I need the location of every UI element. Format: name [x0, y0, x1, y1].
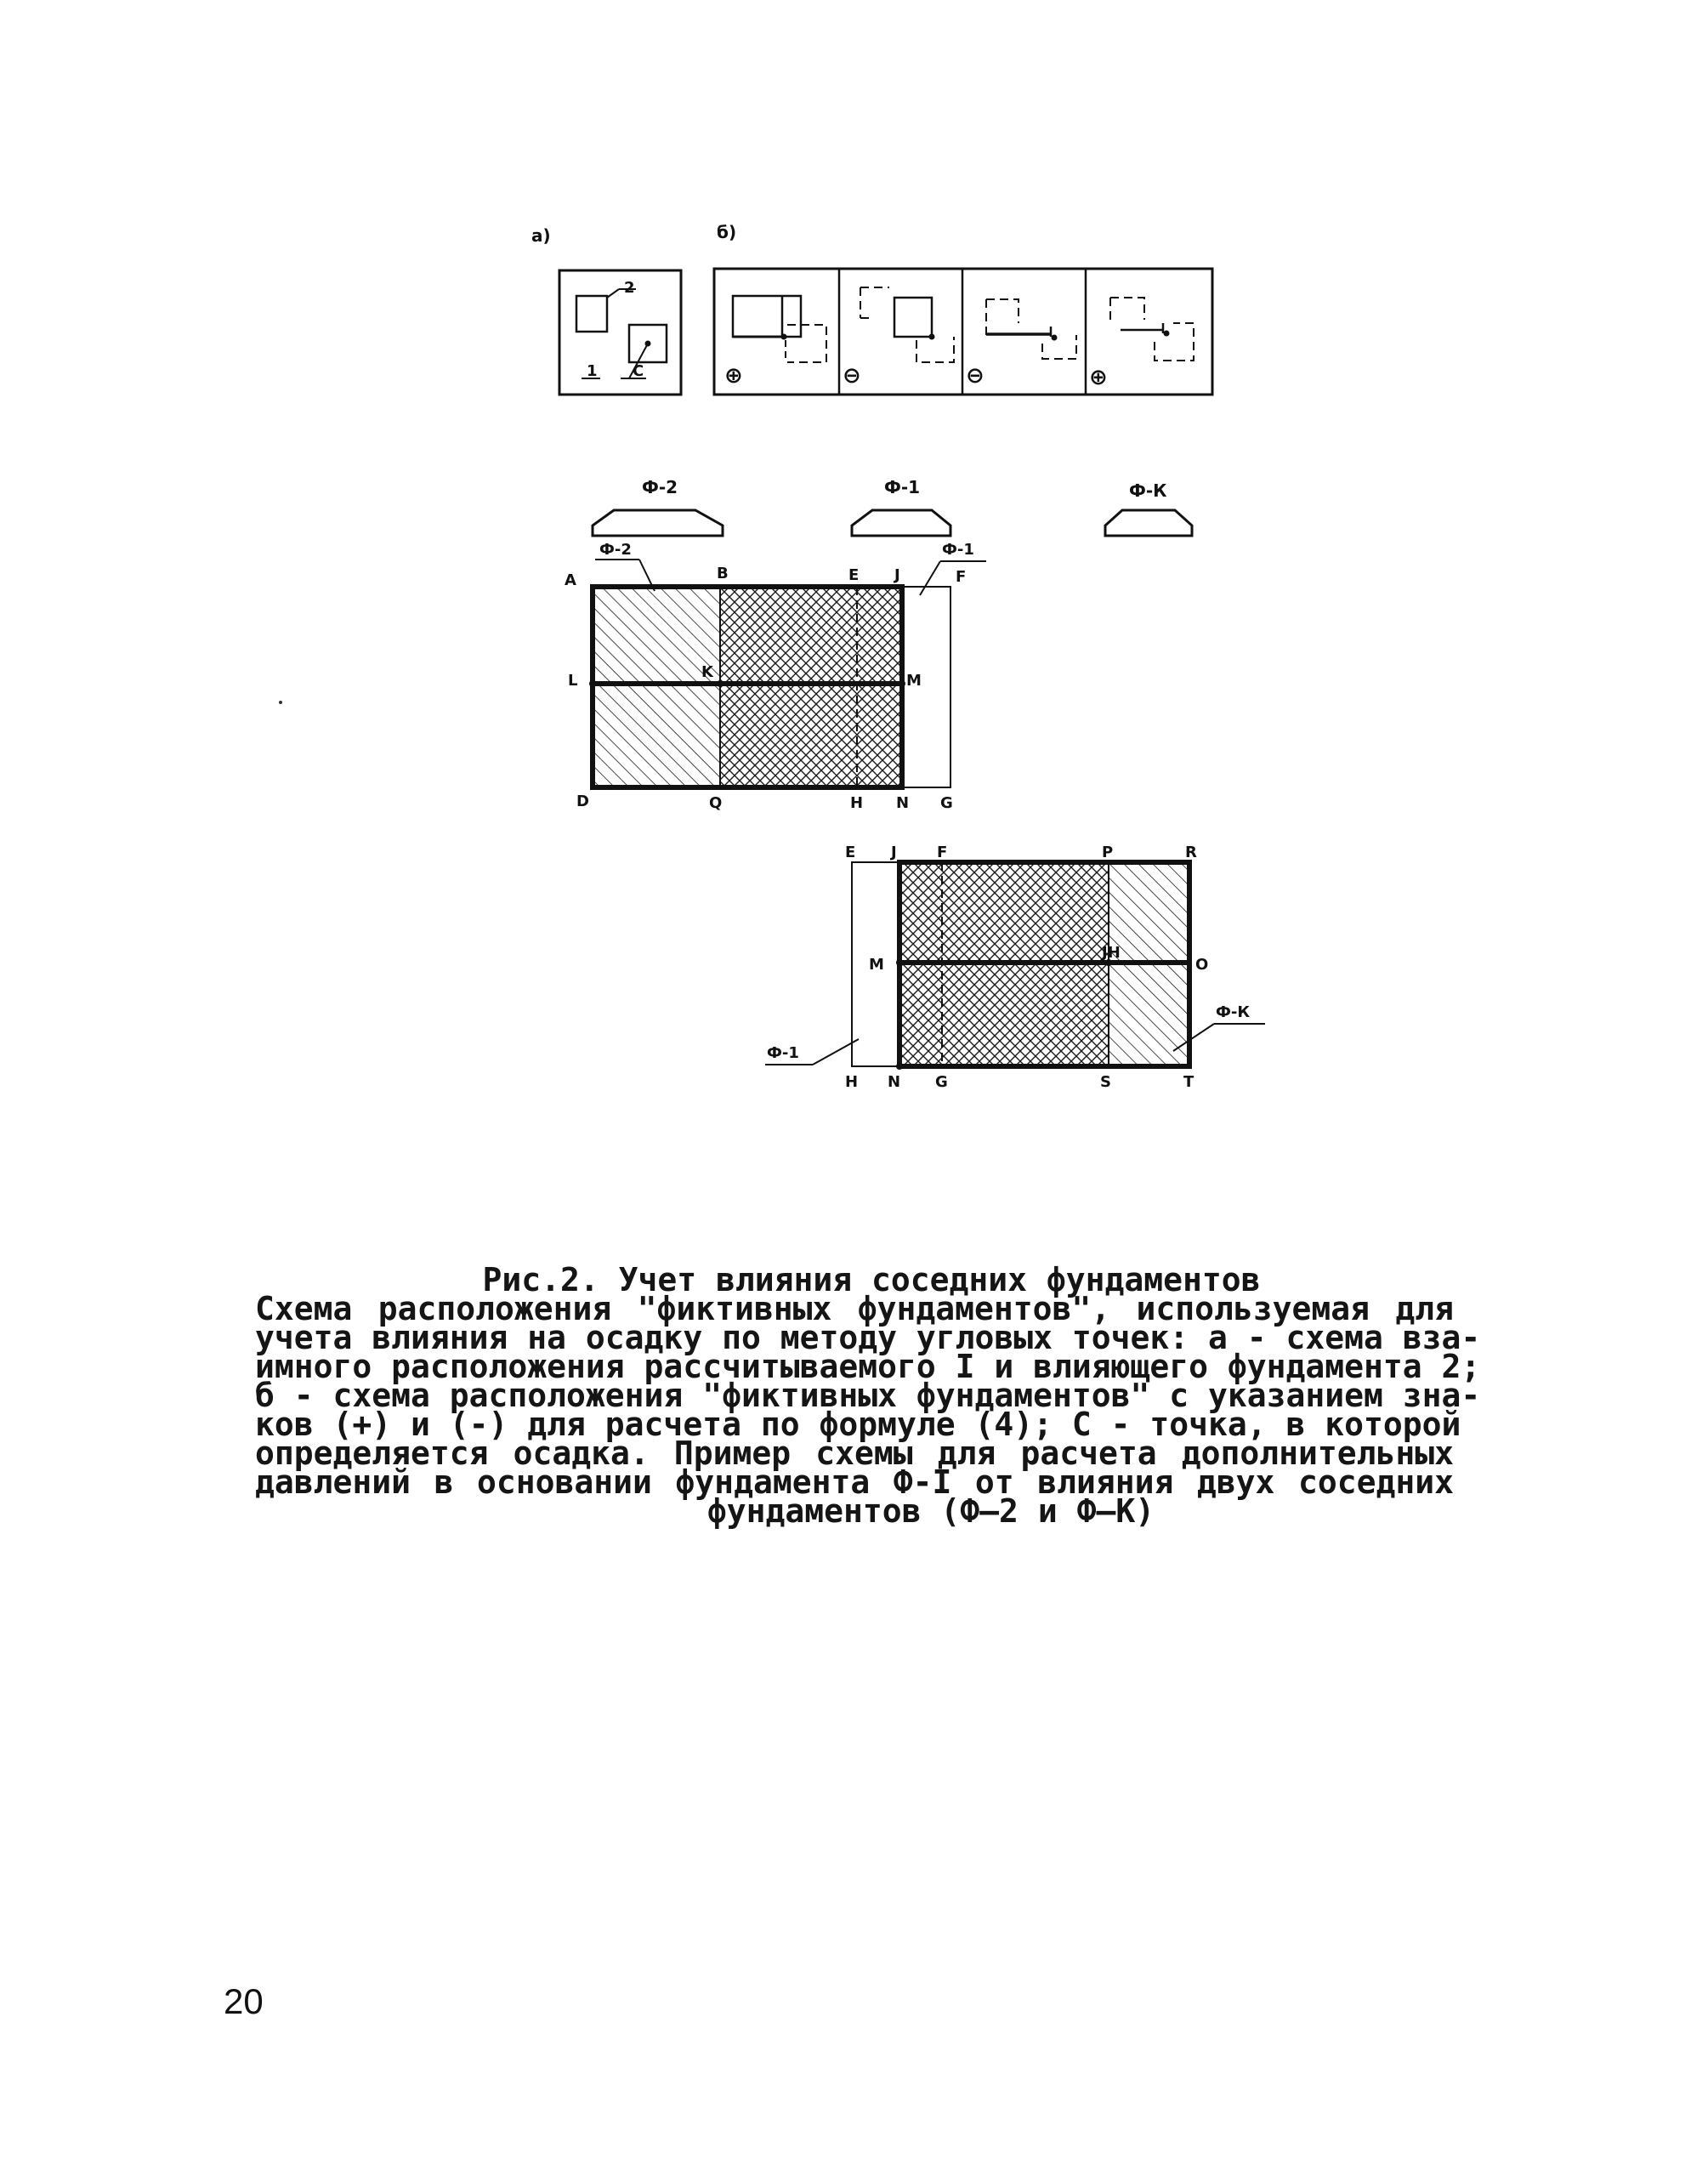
upper-tag-f2: Ф-2 [599, 541, 632, 559]
upper-label-d: D [576, 793, 589, 810]
lower-plan: Ф-1 Ф-К E J F P R M JH O H N G S T [765, 844, 1265, 1091]
lower-label-h: H [845, 1073, 858, 1091]
profile-f2: Ф-2 [591, 477, 724, 537]
lower-label-f: F [937, 844, 947, 861]
lower-label-e: E [845, 844, 855, 861]
upper-label-m: M [906, 672, 922, 690]
caption-line-7: давлений в основании фундамента Ф-I от в… [255, 1463, 1454, 1501]
caption-line-2: учета влияния на осадку по методу угловы… [255, 1319, 1481, 1356]
lower-tag-fk: Ф-К [1216, 1003, 1250, 1021]
profile-f1-label: Ф-1 [884, 477, 920, 497]
profile-fk: Ф-К [1104, 480, 1194, 537]
caption-last-line: фундаментов (Ф–2 и Ф–К) [706, 1492, 1155, 1530]
marker-2: 2 [624, 279, 635, 297]
profile-f1: Ф-1 [850, 477, 952, 537]
upper-label-f: F [956, 568, 966, 586]
sign-plus-1: ⊕ [724, 363, 743, 389]
lower-label-o: O [1195, 956, 1208, 974]
upper-label-k: K [701, 663, 714, 681]
lower-label-jh: JH [1100, 944, 1121, 962]
lower-label-j: J [889, 844, 897, 861]
caption-line-6: определяется осадка. Пример схемы для ра… [255, 1435, 1454, 1472]
lower-label-p: P [1102, 844, 1113, 861]
lower-label-m: M [869, 956, 884, 974]
caption-title: Рис.2. Учет влияния соседних фундаментов [482, 1261, 1261, 1298]
upper-label-a: A [565, 571, 576, 589]
figure-caption: Рис.2. Учет влияния соседних фундаментов… [255, 1261, 1481, 1530]
page-number: 20 [224, 1981, 264, 2021]
panel-a: 2 1 С [558, 269, 683, 396]
lower-label-t: T [1183, 1073, 1194, 1091]
lower-label-s: S [1100, 1073, 1111, 1091]
profile-f2-label: Ф-2 [642, 477, 678, 497]
upper-label-n: N [896, 794, 909, 812]
upper-label-q: Q [709, 794, 722, 812]
upper-label-e: E [848, 566, 859, 584]
lower-label-r: R [1185, 844, 1197, 861]
lower-tag-f1: Ф-1 [767, 1044, 799, 1062]
lower-label-g: G [935, 1073, 948, 1091]
upper-label-b: B [717, 565, 729, 582]
sign-minus-2: ⊖ [966, 363, 985, 389]
sign-minus-1: ⊖ [843, 363, 861, 389]
caption-line-1: Схема расположения "фиктивных фундаменто… [255, 1290, 1454, 1327]
point-c: С [633, 362, 644, 380]
upper-label-j: J [893, 566, 900, 584]
panel-b-label: б) [717, 222, 736, 242]
upper-label-h: H [850, 794, 863, 812]
upper-plan: Ф-2 Ф-1 A B E J F L K M D Q H N G [565, 541, 986, 812]
marker-1: 1 [587, 362, 598, 380]
sign-plus-2: ⊕ [1089, 365, 1108, 390]
upper-tag-f1: Ф-1 [942, 541, 974, 559]
stray-dot [279, 701, 282, 704]
caption-line-3: имного расположения рассчитываемого I и … [255, 1348, 1481, 1385]
lower-label-n: N [888, 1073, 900, 1091]
panel-a-label: а) [531, 225, 551, 246]
panel-b: ⊕ ⊖ ⊖ ⊕ [712, 267, 1214, 396]
profile-fk-label: Ф-К [1129, 480, 1167, 501]
upper-label-l: L [568, 672, 577, 690]
upper-label-g: G [940, 794, 953, 812]
caption-line-5: ков (+) и (-) для расчета по формуле (4)… [255, 1406, 1461, 1443]
caption-line-4: б - схема расположения "фиктивных фундам… [255, 1377, 1481, 1414]
